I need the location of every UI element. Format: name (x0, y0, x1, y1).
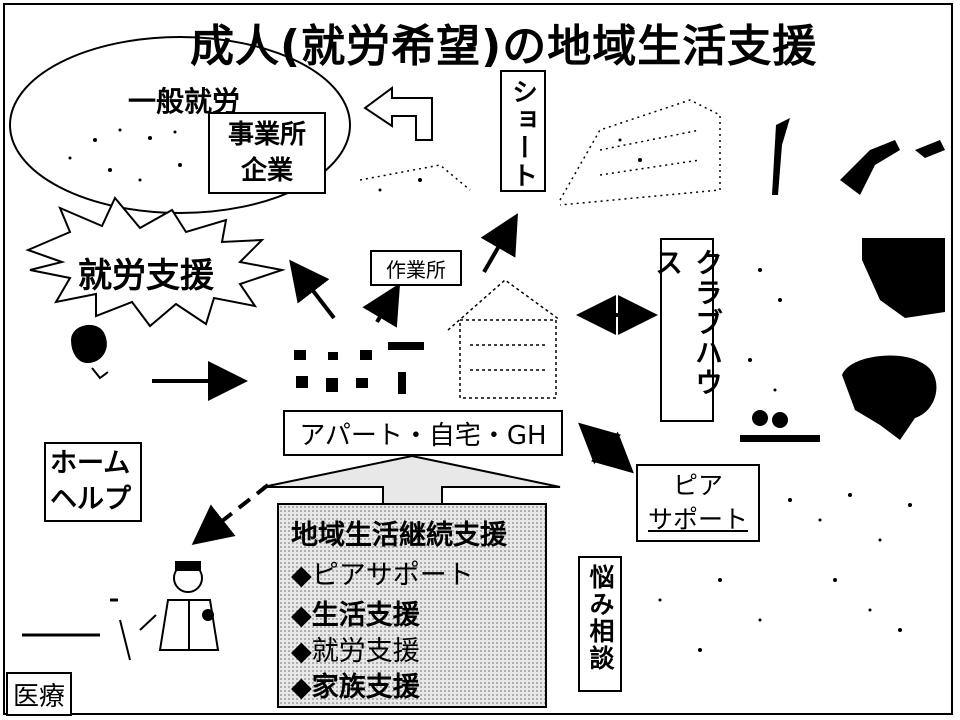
home-help-line-1: ホーム (50, 448, 131, 479)
arrow-peer-both (578, 422, 634, 474)
workshop-box: 作業所 (370, 250, 462, 286)
short-stay-label: ショート (507, 78, 538, 190)
continuous-support-heading: 地域生活継続支援 (291, 520, 507, 551)
slide-frame (3, 3, 953, 715)
helper-person-icon (70, 325, 109, 380)
arrow-to-workshop (362, 283, 401, 328)
business-box-line-1: 事業所 (227, 120, 306, 150)
employment-support-burst (25, 196, 286, 328)
business-box: 事業所 企業 (208, 112, 326, 194)
workshop-label: 作業所 (386, 257, 446, 282)
continuous-support-item: ◆生活支援 (291, 600, 420, 631)
house-sketch (447, 279, 561, 399)
business-box-line-2: 企業 (240, 156, 293, 186)
doctor-icon (139, 561, 220, 651)
consultation-box: 悩み相談 (578, 556, 622, 692)
arrow-to-short-stay (480, 213, 518, 273)
short-stay-building-sketch (359, 99, 721, 206)
clubhouse-label: クラブハウス (651, 248, 724, 398)
short-stay-box: ショート (500, 70, 546, 192)
return-arrow (363, 86, 433, 141)
medical-label: 医療 (12, 681, 65, 712)
peer-support-box: ピア サポート (636, 464, 760, 542)
residence-building-icon (294, 342, 424, 394)
medical-desk-marks (22, 598, 131, 661)
consultation-label: 悩み相談 (586, 564, 615, 672)
peer-support-line-2: サポート (647, 505, 748, 534)
arrow-to-medical (191, 483, 270, 545)
general-employment-ellipse (9, 36, 351, 214)
clubhouse-box: クラブハウス (651, 238, 724, 422)
peer-support-line-1: ピア (672, 471, 723, 500)
home-help-line-2: ヘルプ (50, 484, 131, 515)
support-up-arrow (262, 454, 561, 503)
continuous-support-item: ◆家族支援 (291, 672, 420, 703)
residence-label: アパート・自宅・GH (299, 420, 547, 451)
employment-support-label: 就労支援 (78, 256, 214, 296)
continuous-support-panel: 地域生活継続支援 ◆ピアサポート ◆生活支援 ◆就労支援 ◆家族支援 (277, 503, 547, 708)
continuous-support-item: ◆就労支援 (291, 636, 420, 667)
medical-box: 医療 (6, 672, 72, 716)
residence-box: アパート・自宅・GH (283, 410, 563, 456)
arrow-to-employment-support (289, 259, 336, 320)
faint-photo-marks (68, 128, 912, 652)
clubhouse-photo-shapes (740, 118, 945, 442)
home-help-box: ホーム ヘルプ (44, 442, 142, 522)
slide-title: 成人(就労希望)の地域生活支援 (190, 21, 818, 72)
continuous-support-item: ◆ピアサポート (291, 560, 474, 591)
